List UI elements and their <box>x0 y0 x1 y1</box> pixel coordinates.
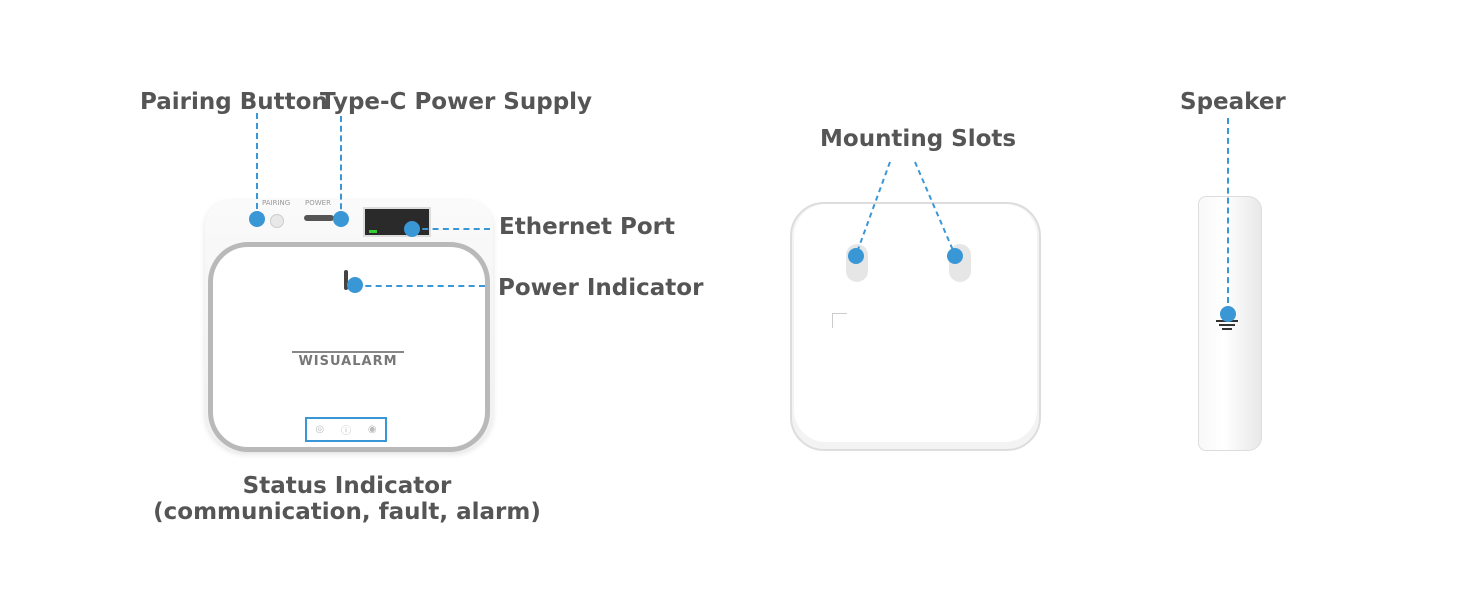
type-c-marker <box>333 211 349 227</box>
power-print: POWER <box>305 199 331 207</box>
status-indicator-box: ◎ ⓘ ◉ <box>305 417 387 442</box>
pairing-marker <box>249 211 265 227</box>
pairing-leader-line <box>256 113 258 219</box>
brand-logo: WISUALARM <box>292 351 404 369</box>
usb-c-port <box>304 215 334 221</box>
communication-icon: ◎ <box>315 424 325 435</box>
corner-mark <box>832 313 847 328</box>
pairing-button <box>270 214 284 228</box>
ethernet-leader-line <box>412 228 490 230</box>
ethernet-port <box>363 207 431 237</box>
power-indicator-led <box>344 270 348 290</box>
pairing-button-label: Pairing Button <box>140 89 328 115</box>
mounting-slots-label: Mounting Slots <box>820 126 1017 152</box>
mounting-slot-left-marker <box>848 248 864 264</box>
gateway-side-view <box>1198 196 1262 451</box>
gateway-back-face <box>794 204 1037 442</box>
status-indicator-detail: (communication, fault, alarm) <box>153 499 541 525</box>
power-indicator-label: Power Indicator <box>498 275 704 301</box>
mounting-slot-right-marker <box>947 248 963 264</box>
speaker-label: Speaker <box>1180 89 1286 115</box>
status-indicator-label: Status Indicator <box>242 473 452 499</box>
power-indicator-leader-line <box>355 285 485 287</box>
alarm-icon: ◉ <box>367 424 377 435</box>
ethernet-port-label: Ethernet Port <box>499 214 675 240</box>
speaker-leader-line <box>1227 118 1229 313</box>
ethernet-marker <box>404 221 420 237</box>
pairing-print: PAIRING <box>262 199 291 207</box>
speaker-marker <box>1220 306 1236 322</box>
power-indicator-marker <box>347 277 363 293</box>
type-c-leader-line <box>340 116 342 219</box>
fault-icon: ⓘ <box>341 426 351 437</box>
type-c-label: Type-C Power Supply <box>320 89 593 115</box>
